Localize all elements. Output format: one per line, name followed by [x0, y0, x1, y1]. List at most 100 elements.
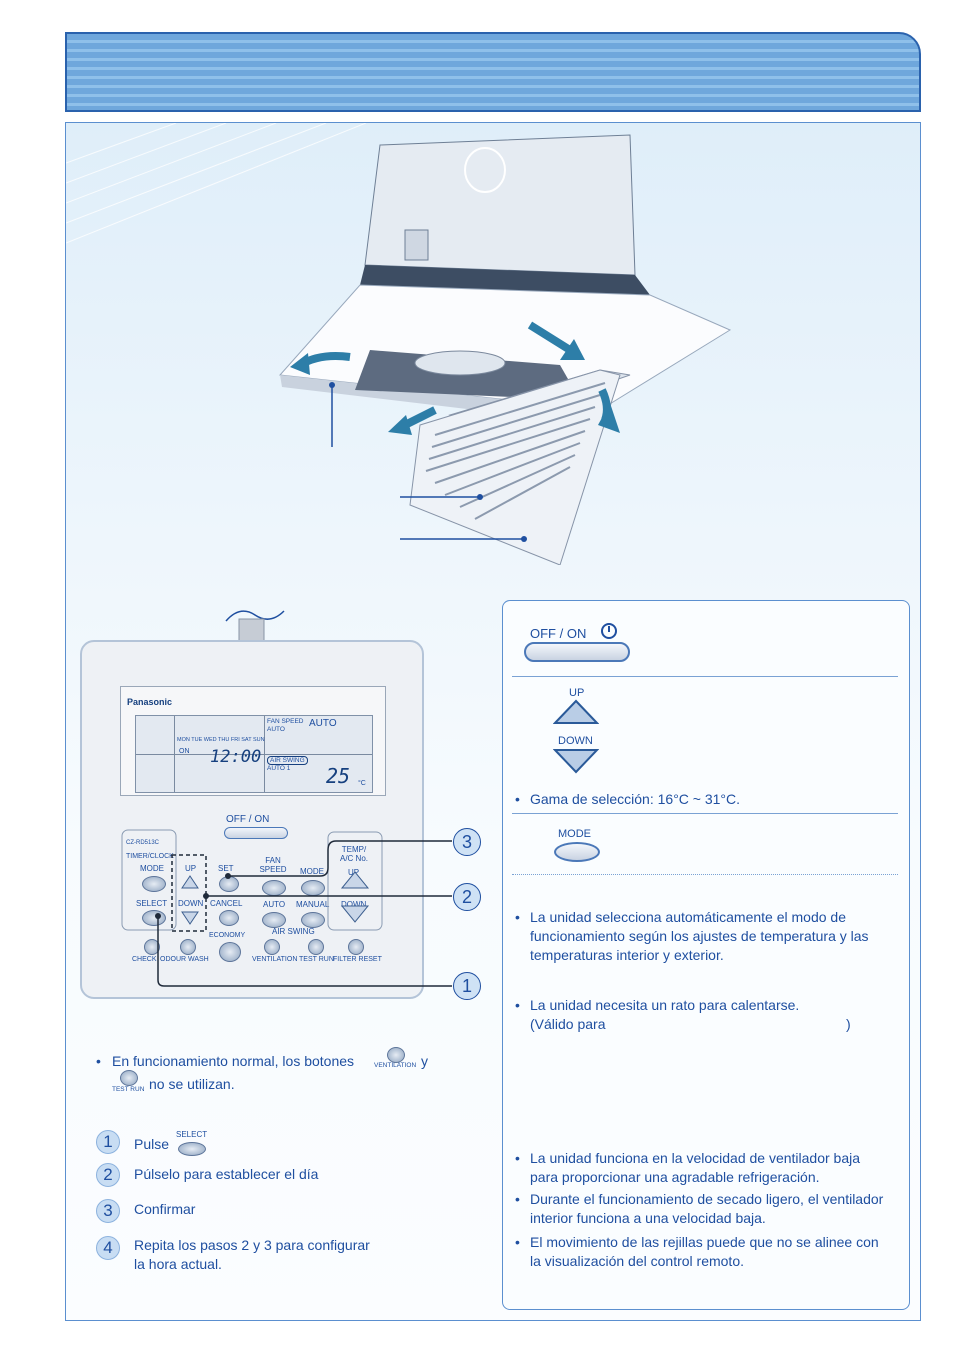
note-bullet: • [96, 1053, 101, 1069]
dry-bullet-3: • [515, 1234, 520, 1250]
note-text-2: y [421, 1053, 428, 1069]
panel-off-on-label: OFF / ON [530, 626, 587, 641]
remote-buttons-overlay [121, 829, 452, 987]
step-2-number: 2 [96, 1163, 120, 1187]
step-1-number: 1 [96, 1130, 120, 1154]
remote-down-label: DOWN [178, 899, 204, 908]
remote-filter-reset-button[interactable] [348, 939, 364, 955]
remote-up-label: UP [185, 864, 197, 873]
step-1-select-icon [178, 1142, 206, 1156]
step-3-number: 3 [96, 1199, 120, 1223]
lcd-clock: 12:00 [210, 747, 262, 767]
remote-ventilation-label: VENTILATION [252, 956, 298, 963]
ventilation-icon [387, 1047, 405, 1063]
step-1-text: Pulse [134, 1136, 170, 1152]
note-ventilation-label: VENTILATION [374, 1062, 417, 1069]
panel-heat-valid: (Válido para [530, 1016, 606, 1032]
panel-off-on-button[interactable] [524, 642, 630, 662]
remote-cancel-label: CANCEL [210, 899, 243, 908]
remote-auto-button[interactable] [262, 912, 286, 928]
panel-up-label: UP [569, 687, 585, 699]
timer-clock-label: TIMER/CLOCK [126, 853, 174, 860]
lcd-on: ON [179, 748, 190, 755]
lcd-screen: MON TUE WED THU FRI SAT SUN ON 12:00 FAN… [135, 715, 373, 793]
note-test-run-label: TEST RUN [112, 1086, 145, 1093]
lcd-temp: 25 [326, 764, 351, 788]
step-3-text: Confirmar [134, 1201, 196, 1217]
remote-manual-label: MANUAL [296, 900, 330, 909]
dry-bullet-2: • [515, 1191, 520, 1207]
range-bullet: • [515, 791, 520, 807]
remote-economy-button[interactable] [219, 942, 241, 962]
divider-3 [512, 874, 898, 875]
lcd-air-swing-value: AUTO 1 [267, 765, 291, 772]
lcd-temp-unit: °C [358, 780, 366, 787]
panel-mode-label: MODE [558, 828, 591, 840]
divider-2 [512, 813, 898, 814]
panel-heat-close: ) [846, 1016, 851, 1032]
off-on-label: OFF / ON [226, 814, 270, 825]
test-run-icon [120, 1070, 138, 1086]
remote-check-button[interactable] [144, 939, 160, 955]
cassette-unit-illustration [278, 134, 732, 565]
remote-check-label: CHECK [132, 956, 157, 963]
brand-logo: Panasonic [127, 697, 173, 707]
dry-bullet-1: • [515, 1150, 520, 1166]
power-icon [601, 623, 617, 639]
panel-dry-1: La unidad funciona en la velocidad de ve… [530, 1150, 861, 1185]
remote-mode-btn-label: MODE [300, 867, 324, 876]
diagonal-lines-decoration [66, 123, 366, 244]
lcd-fan-speed: FAN SPEED [267, 718, 304, 725]
callout-3: 3 [453, 828, 481, 856]
lcd-air-swing: AIR SWING [267, 756, 308, 765]
remote-test-run-label: TEST RUN [299, 956, 334, 963]
remote-fan-speed-label: FAN SPEED [259, 856, 287, 874]
remote-odour-wash-label: ODOUR WASH [160, 956, 209, 963]
step-2-text: Púlselo para establecer el día [134, 1166, 319, 1182]
remote-lcd-panel: Panasonic MON TUE WED THU FRI SAT SUN ON… [120, 686, 386, 796]
panel-range: Gama de selección: 16°C ~ 31°C. [530, 791, 741, 807]
remote-controller: Panasonic MON TUE WED THU FRI SAT SUN ON… [80, 640, 424, 999]
model-label: CZ-RD513C [126, 840, 160, 846]
lcd-days: MON TUE WED THU FRI SAT SUN [177, 737, 265, 743]
note-text-1: En funcionamiento normal, los botones [112, 1053, 355, 1069]
remote-filter-reset-label: FILTER RESET [333, 956, 382, 963]
remote-air-swing-label: AIR SWING [272, 927, 315, 936]
auto-bullet: • [515, 909, 520, 925]
lcd-fan-speed-value: AUTO [267, 726, 285, 733]
callout-1: 1 [453, 972, 481, 1000]
remote-mode-button[interactable] [142, 876, 166, 892]
remote-off-on-button[interactable] [224, 827, 288, 839]
divider-1 [512, 676, 898, 677]
panel-dry-2: Durante el funcionamiento de secado lige… [530, 1191, 884, 1226]
panel-auto-text: La unidad selecciona automáticamente el … [530, 909, 869, 963]
up-arrow-icon[interactable] [553, 698, 599, 726]
remote-cancel-button[interactable] [219, 910, 239, 926]
remote-temp-ac-label: TEMP/ A/C No. [340, 845, 369, 863]
panel-mode-button[interactable] [554, 842, 600, 862]
remote-mode-label: MODE [140, 864, 164, 873]
panel-heat-text: La unidad necesita un rato para calentar… [530, 997, 800, 1013]
lcd-mode-value: AUTO [309, 718, 337, 729]
remote-temp-up-label: UP [348, 868, 360, 877]
remote-auto-label: AUTO [263, 900, 286, 909]
callout-2: 2 [453, 883, 481, 911]
remote-test-run-button[interactable] [308, 939, 324, 955]
step-1-select-label: SELECT [176, 1130, 208, 1139]
heat-bullet: • [515, 997, 520, 1013]
panel-down-label: DOWN [558, 735, 593, 747]
step-4-text: Repita los pasos 2 y 3 para configurar l… [134, 1237, 370, 1272]
remote-temp-down-label: DOWN [341, 900, 367, 909]
remote-ventilation-button[interactable] [264, 939, 280, 955]
remote-select-label: SELECT [136, 899, 168, 908]
step-4-number: 4 [96, 1236, 120, 1260]
remote-economy-label: ECONOMY [209, 932, 246, 939]
remote-manual-button[interactable] [301, 912, 325, 928]
remote-odour-wash-button[interactable] [180, 939, 196, 955]
panel-dry-3: El movimiento de las rejillas puede que … [530, 1234, 879, 1269]
header-bar [65, 32, 921, 112]
note-text-3: no se utilizan. [149, 1076, 235, 1092]
remote-set-label: SET [218, 864, 234, 873]
down-arrow-icon[interactable] [553, 747, 599, 775]
remote-cable [225, 610, 285, 650]
